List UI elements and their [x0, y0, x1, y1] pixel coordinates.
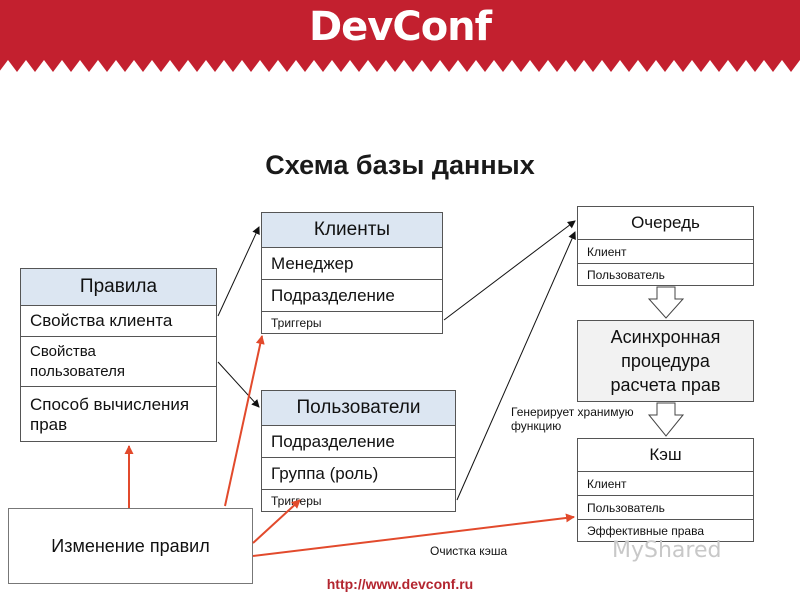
entity-rules: Правила Свойства клиента Свойства пользо… [20, 268, 217, 442]
watermark: MyShared [612, 538, 722, 563]
async-procedure-label: Асинхронная процедура расчета прав [610, 327, 721, 395]
entity-clients: Клиенты Менеджер Подразделение Триггеры [261, 212, 443, 334]
footer-url: http://www.devconf.ru [326, 576, 474, 592]
change-rules-label: Изменение правил [51, 535, 210, 556]
entity-clients-row: Менеджер [262, 247, 442, 279]
entity-users-row: Триггеры [262, 489, 455, 512]
cache-clear-note: Очистка кэша [430, 544, 508, 558]
block-arrow-async-cache [647, 402, 685, 437]
entity-users-title: Пользователи [262, 391, 455, 425]
entity-queue-title: Очередь [578, 207, 753, 239]
link-clients-queue [443, 220, 576, 321]
entity-rules-row: Свойства пользователя [21, 336, 216, 386]
change-rules-box: Изменение правил [8, 508, 253, 584]
entity-queue: Очередь Клиент Пользователь [577, 206, 754, 286]
entity-clients-title: Клиенты [262, 213, 442, 247]
entity-users-row: Группа (роль) [262, 457, 455, 489]
entity-clients-row: Триггеры [262, 311, 442, 334]
entity-cache-row: Эффективные права [578, 519, 753, 542]
link-change-clients [224, 335, 265, 507]
header-banner: DevConf [0, 0, 800, 80]
entity-queue-row: Клиент [578, 239, 753, 263]
entity-users: Пользователи Подразделение Группа (роль)… [261, 390, 456, 512]
link-change-cache [252, 513, 575, 557]
generates-note: Генерирует хранимую функцию [511, 405, 634, 433]
banner-background [0, 0, 800, 60]
entity-cache-title: Кэш [578, 439, 753, 471]
entity-cache: Кэш Клиент Пользователь Эффективные прав… [577, 438, 754, 542]
block-arrow-queue-async [647, 286, 685, 319]
async-procedure: Асинхронная процедура расчета прав [577, 320, 754, 402]
page-title: Схема базы данных [265, 150, 535, 180]
entity-rules-title: Правила [21, 269, 216, 305]
entity-queue-row: Пользователь [578, 263, 753, 286]
entity-cache-row: Клиент [578, 471, 753, 495]
link-rules-clients [217, 226, 260, 317]
entity-users-row: Подразделение [262, 425, 455, 457]
devconf-logo: DevConf [308, 4, 492, 50]
entity-rules-row: Свойства клиента [21, 305, 216, 336]
link-users-queue [456, 231, 576, 501]
zigzag-edge [0, 56, 800, 72]
entity-clients-row: Подразделение [262, 279, 442, 311]
entity-rules-row: Способ вычисления прав [21, 386, 216, 442]
link-rules-users [217, 361, 260, 408]
entity-cache-row: Пользователь [578, 495, 753, 519]
